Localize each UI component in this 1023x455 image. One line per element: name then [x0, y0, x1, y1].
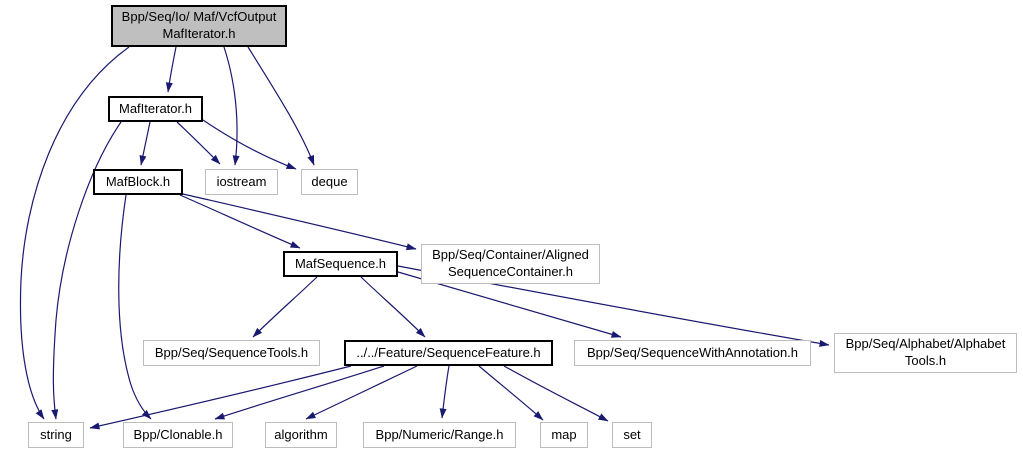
edge-sequencefeature-to-clonable	[214, 365, 385, 420]
node-map: map	[540, 422, 588, 448]
node-alphabet-tools: Bpp/Seq/Alphabet/Alphabet Tools.h	[834, 333, 1017, 373]
edge-root-to-string	[19, 46, 130, 420]
node-clonable: Bpp/Clonable.h	[123, 422, 233, 448]
edge-mafsequence-to-sequencefeature	[360, 276, 426, 338]
node-set: set	[612, 422, 652, 448]
edge-mafiterator-to-deque	[202, 119, 297, 170]
edge-mafblock-to-mafsequence	[179, 194, 301, 249]
node-deque: deque	[301, 169, 358, 195]
node-string: string	[28, 422, 84, 448]
node-algorithm: algorithm	[265, 422, 337, 448]
node-maf-iterator[interactable]: MafIterator.h	[108, 96, 203, 122]
node-iostream: iostream	[205, 169, 278, 195]
edge-root-to-mafiterator	[165, 46, 177, 93]
edge-sequencefeature-to-algorithm	[305, 365, 418, 420]
edge-root-to-deque	[247, 46, 315, 166]
edge-sequencefeature-to-map	[478, 365, 544, 421]
edge-mafsequence-to-sequencetools	[252, 276, 318, 338]
edge-mafiterator-to-iostream	[176, 121, 221, 165]
edge-mafblock-to-clonable	[118, 194, 152, 420]
node-sequence-feature[interactable]: ../../Feature/SequenceFeature.h	[344, 340, 553, 366]
edge-sequencefeature-to-range	[439, 365, 450, 419]
node-vcf-output-maf-iterator: Bpp/Seq/Io/ Maf/VcfOutput MafIterator.h	[111, 5, 287, 47]
edge-mafblock-to-alignedcontainer	[182, 193, 417, 251]
edge-root-to-iostream	[223, 46, 240, 166]
edge-mafiterator-to-string	[51, 121, 122, 420]
node-sequence-tools: Bpp/Seq/SequenceTools.h	[143, 340, 320, 366]
node-sequence-with-annotation: Bpp/Seq/SequenceWithAnnotation.h	[574, 340, 811, 366]
edge-sequencefeature-to-set	[503, 365, 609, 422]
edge-sequencefeature-to-string	[89, 365, 352, 430]
node-aligned-sequence-container: Bpp/Seq/Container/Aligned SequenceContai…	[421, 244, 600, 284]
node-maf-block[interactable]: MafBlock.h	[93, 169, 183, 195]
node-maf-sequence[interactable]: MafSequence.h	[283, 251, 398, 277]
node-range: Bpp/Numeric/Range.h	[363, 422, 516, 448]
edge-mafiterator-to-mafblock	[139, 121, 151, 166]
